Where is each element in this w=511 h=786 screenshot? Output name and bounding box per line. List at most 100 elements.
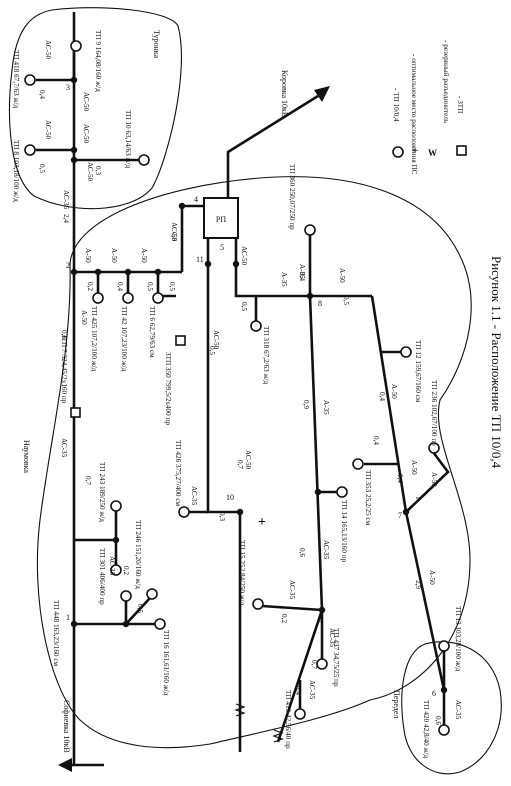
length-label: 0,8 — [60, 330, 68, 339]
node-label-4: 4 — [194, 195, 198, 204]
legend-switch-text: - резервный разъединитель — [442, 40, 450, 124]
legend: - ТП 10/0,4 + - оптимальное место распол… — [392, 40, 467, 175]
wire-label: АС-50 — [240, 246, 248, 266]
legend-switch-icon: W — [428, 148, 437, 158]
length-label: 0,4 — [298, 272, 306, 281]
legend-ztp-text: - ЗТП — [456, 96, 464, 113]
branch-tp16 — [125, 597, 151, 625]
tp-label-14: ТП 14 165,13/160 пр — [340, 500, 348, 563]
wire-label: А-50 — [140, 248, 148, 263]
tp-label-ztp7: ЗТП 7 324,45/2х160 пр — [60, 334, 68, 404]
wire-label: АС-35 — [190, 486, 198, 506]
line-node9-down — [276, 609, 324, 743]
tp-label-243: ТП 243 189/250 ж/д — [98, 462, 106, 522]
length-label: 1 — [414, 496, 422, 500]
ztp-7-square — [70, 407, 81, 418]
node-label-5: 5 — [220, 243, 224, 252]
wire-label: А-50 — [430, 472, 438, 487]
reserve-switch-icon — [234, 703, 246, 717]
tp-label-42: ТП 42 107,23/100 ж/д — [120, 306, 128, 372]
length-label: 0,4 — [116, 282, 124, 291]
wire-label: АС-35 — [60, 438, 68, 458]
length-label: 0,3 — [218, 512, 226, 521]
wire-label: АС-50 — [82, 92, 90, 112]
wire-label: А-50 — [84, 248, 92, 263]
length-label: 0,4 — [396, 474, 404, 483]
line-node7-node6 — [404, 511, 446, 691]
tp-label-419: ТП 419 42,56/40 пр — [284, 690, 292, 749]
line-label-sofievka: Софиевка 10кВ — [62, 700, 71, 753]
optimal-position-plus-icon: + — [258, 515, 266, 530]
wire-label: АС-50 — [44, 40, 52, 60]
node-label-8: 8 — [318, 299, 322, 308]
wire-label: А-35 — [280, 272, 288, 287]
tp-label-418: ТП 418 67,7/63 ж/д — [12, 50, 20, 108]
node-label-3: 3 — [66, 83, 70, 92]
length-label: 0,5 — [342, 296, 350, 305]
tp-label-420: ТП 420 42,8/40 ж/д — [422, 700, 430, 758]
figure-caption: Рисунок 1.1 - Расположение ТП 10/0,4 — [489, 256, 504, 469]
wire-label: АС-35 — [454, 700, 462, 720]
node-label-2: 2 — [66, 261, 70, 270]
wire-label: АС-50 — [170, 222, 178, 242]
wire-label: А-50 — [428, 570, 436, 585]
arrow-sofievka-icon — [58, 758, 72, 772]
legend-tp-icon — [392, 146, 404, 158]
node-label-11: 11 — [196, 255, 204, 264]
legend-tp-text: - ТП 10/0,4 — [392, 88, 400, 122]
line-node5 — [234, 238, 310, 298]
ztp-350-square — [175, 335, 186, 346]
wire-label: АС-35 — [322, 540, 330, 560]
length-label: 0,8 — [170, 232, 178, 241]
length-label: 0,5 — [168, 282, 176, 291]
length-label: 0,6 — [298, 548, 306, 557]
length-label: 0,5 — [38, 164, 46, 173]
tp-label-8: ТП 8 103,18/100 ж/д — [12, 140, 20, 202]
rp-box — [203, 197, 239, 239]
wire-label: А-50 — [80, 310, 88, 325]
tp-label-16: ТП 16 161,61/160 ж/д — [162, 630, 170, 696]
tp-label-ztp350: ЗТП 350 799,5/2х400 пр — [164, 352, 172, 425]
tp-label-12: ТП 12 159,67/160 см — [414, 340, 422, 403]
tp-label-246: ТП 246 151,20/160 ж/д — [134, 520, 142, 589]
area-label-naumovka: Наумовка — [22, 440, 31, 473]
wire-label: А-50 — [110, 248, 118, 263]
wire-label: АС-50 — [212, 330, 220, 350]
wire-label: А-50 — [410, 460, 418, 475]
area-label-turonka: Туронка — [152, 30, 161, 59]
wire-label: А-50 — [338, 268, 346, 283]
branch-tp301-tp243 — [74, 510, 118, 542]
length-label: 0,4 — [38, 90, 46, 99]
area-outline-peredel — [401, 641, 502, 775]
length-label: 0,3 — [94, 166, 102, 175]
length-label: 2,4 — [62, 214, 70, 223]
node-label-10: 10 — [226, 493, 234, 502]
length-label: 0,9 — [302, 400, 310, 409]
wire-label: АС-35 — [108, 556, 116, 576]
legend-plus-text: - оптимальное место расположения ПС — [410, 54, 418, 175]
line-label-korovka: Коровка 10кВ — [280, 70, 289, 117]
tp-label-353: ТП 353 25,2/25 см — [364, 470, 372, 526]
length-label: 0,5 — [208, 346, 216, 355]
tp-label-6: ТП 6 62,79/63 см — [148, 306, 156, 358]
node-label-7: 7 — [398, 511, 402, 520]
length-label: 0,4 — [372, 436, 380, 445]
node-label-6: 6 — [432, 689, 436, 698]
line-node8-node7 — [370, 295, 408, 513]
wire-label: АС-35 — [308, 680, 316, 700]
length-label: 0,5 — [136, 604, 144, 613]
length-label: 0,7 — [236, 460, 244, 469]
length-label: 0,2 — [86, 282, 94, 291]
tp-label-15: ТП 15 252,84/250 ж/д — [238, 540, 246, 606]
tp-label-318: ТП 318 67,2/63 ж/д — [262, 326, 270, 384]
wire-label: АС-50 — [44, 120, 52, 140]
wire-label: АС-35 — [328, 628, 336, 648]
wire-label: АС-50 — [82, 124, 90, 144]
tp-label-13: ТП 13 103,28/100 ж/д — [454, 606, 462, 672]
tp-label-301: ТП 301 406/400 пр — [98, 548, 106, 605]
length-label: 0,4 — [294, 686, 302, 695]
length-label: 0,2 — [280, 614, 288, 623]
area-label-peredel: Передел — [392, 690, 401, 718]
